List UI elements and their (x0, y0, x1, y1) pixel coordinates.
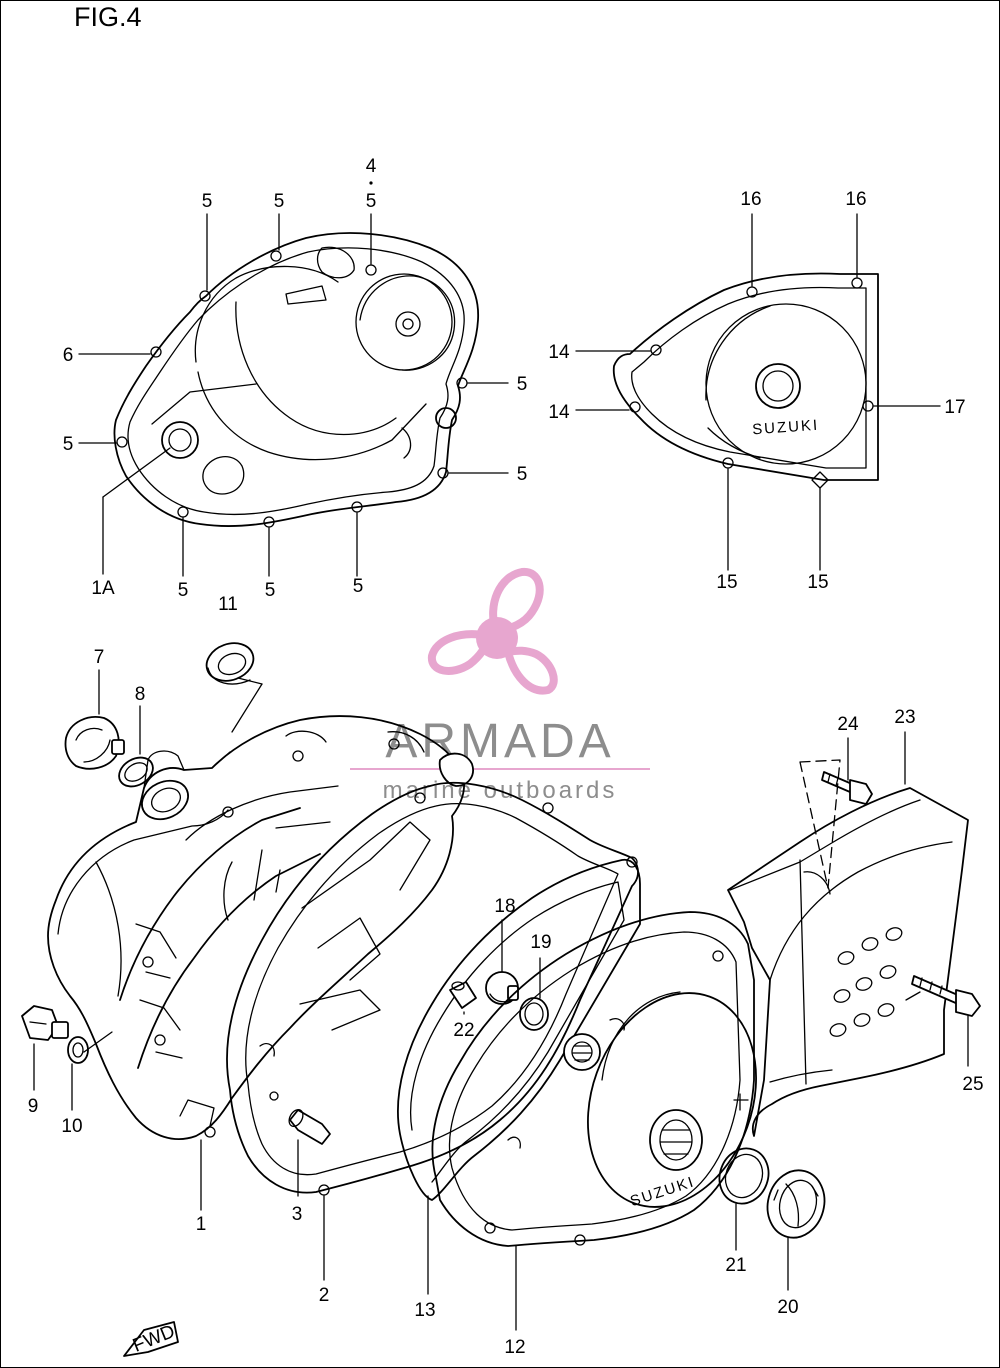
callout-5: 5 (63, 434, 74, 455)
callout-10: 10 (61, 1116, 82, 1137)
suzuki-logo-lower: SUZUKI (628, 1173, 697, 1210)
callout-15: 15 (807, 572, 828, 593)
o-ring-19 (519, 997, 549, 1031)
callout-5: 5 (265, 580, 276, 601)
arrow-icon (123, 1321, 179, 1357)
propeller-icon (428, 567, 558, 695)
dowel-pin-3 (288, 1108, 331, 1145)
callout-16: 16 (845, 189, 866, 210)
callout-5: 5 (353, 576, 364, 597)
vent-holes (829, 927, 903, 1037)
callout-5: 5 (366, 191, 377, 212)
callout-15: 15 (716, 572, 737, 593)
callout-9: 9 (28, 1096, 39, 1117)
suzuki-logo-upper: SUZUKI (752, 417, 820, 439)
callout-1a: 1A (91, 578, 115, 599)
bolt-25 (911, 975, 981, 1017)
oil-filler-cap-7 (64, 716, 125, 770)
clutch-cover-gasket-2 (226, 781, 639, 1196)
callout-14: 14 (548, 342, 570, 363)
bolt-24 (821, 771, 873, 805)
o-ring-21 (718, 1147, 770, 1205)
plug-18 (485, 971, 519, 1005)
callout-12: 12 (504, 1337, 525, 1358)
callout-4: 4 (366, 156, 377, 177)
callout-8: 8 (135, 684, 146, 705)
watermark-name: ARMADA (385, 715, 614, 768)
callout-3: 3 (292, 1204, 303, 1225)
callout-2: 2 (319, 1285, 330, 1306)
clutch-cover-gasket-1a (113, 232, 479, 528)
oil-seal-11 (205, 642, 255, 685)
callout-13: 13 (414, 1300, 435, 1321)
callout-5: 5 (517, 464, 528, 485)
callout-11: 11 (218, 594, 238, 615)
watermark: ARMADA marine outboards (350, 567, 650, 804)
callout-22: 22 (453, 1020, 474, 1041)
callout-16: 16 (740, 189, 761, 210)
callout-5: 5 (202, 191, 213, 212)
callout-17: 17 (944, 397, 965, 418)
o-ring-8 (118, 756, 154, 788)
spacer-22 (449, 981, 477, 1009)
callout-24: 24 (837, 714, 859, 735)
callout-5: 5 (178, 580, 189, 601)
callout-labels: 4 5 5 5 6 5 5 5 1A 5 5 5 16 16 14 14 17 … (28, 156, 984, 1358)
sprocket-cover-23 (727, 787, 969, 1137)
gasket-washer-10 (67, 1036, 89, 1064)
callout-25: 25 (962, 1074, 983, 1095)
magneto-cover-gasket: SUZUKI (612, 272, 879, 489)
callout-5: 5 (274, 191, 285, 212)
separator-dot (369, 181, 373, 185)
filler-cap-20 (766, 1169, 826, 1239)
callout-18: 18 (494, 896, 515, 917)
callout-19: 19 (530, 932, 551, 953)
drain-bolt-9 (21, 1005, 69, 1041)
magneto-cover-12: SUZUKI (431, 911, 757, 1247)
direction-badge: FWD (123, 1321, 179, 1357)
magneto-cover-gasket-13 (397, 858, 641, 1201)
callout-21: 21 (725, 1255, 746, 1276)
callout-5: 5 (517, 374, 528, 395)
callout-14: 14 (548, 402, 570, 423)
callout-1: 1 (196, 1214, 207, 1235)
leader-lines (33, 213, 969, 1331)
callout-6: 6 (63, 345, 74, 366)
callout-7: 7 (94, 647, 105, 668)
callout-23: 23 (894, 707, 915, 728)
fwd-label: FWD (130, 1321, 178, 1357)
callout-20: 20 (777, 1297, 798, 1318)
figure-title: FIG.4 (74, 2, 142, 32)
